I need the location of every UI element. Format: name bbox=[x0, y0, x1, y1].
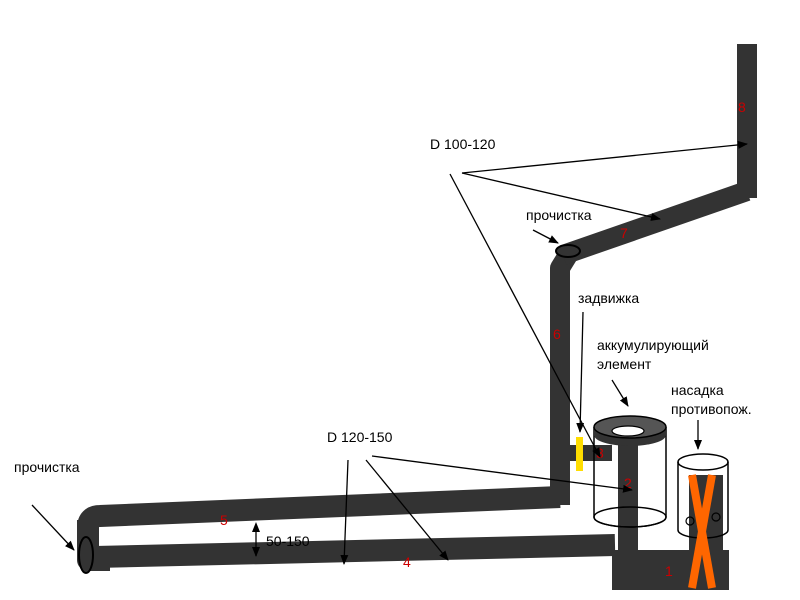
pipe-section-5 bbox=[77, 486, 561, 539]
accumulating-element bbox=[593, 415, 667, 528]
gate-valve bbox=[576, 437, 583, 471]
label-nozzle-line2: противопож. bbox=[671, 401, 752, 417]
label-cleanout-top: прочистка bbox=[526, 207, 592, 223]
section-number-7: 7 bbox=[620, 225, 628, 241]
accumulating-element-bottom bbox=[593, 506, 667, 528]
nozzle-vent-hole bbox=[685, 516, 695, 526]
accumulating-element-hole bbox=[611, 425, 645, 437]
pipe-section-4 bbox=[94, 534, 616, 568]
section-number-4: 4 bbox=[403, 554, 411, 570]
nozzle-top bbox=[677, 453, 729, 471]
section-number-6: 6 bbox=[553, 326, 561, 342]
label-accumulating-element-line2: элемент bbox=[597, 356, 652, 372]
arrow-diameter-lower-to-section-2 bbox=[371, 455, 633, 493]
label-gate-valve: задвижка bbox=[578, 290, 639, 306]
arrow-cleanout-left bbox=[31, 504, 75, 551]
label-gap: 50-150 bbox=[266, 533, 310, 549]
arrow-diameter-upper-to-stack bbox=[461, 140, 748, 174]
pointer-arrows bbox=[31, 140, 748, 565]
arrow-diameter-lower-to-section-4 bbox=[340, 459, 349, 565]
label-nozzle-line1: насадка bbox=[671, 382, 724, 398]
arrow-diameter-upper-to-section-3 bbox=[449, 173, 601, 458]
label-diameter-lower: D 120-150 bbox=[327, 429, 393, 445]
pipe-section-6 bbox=[550, 249, 577, 505]
label-accumulating-element-line1: аккумулирующий bbox=[597, 337, 709, 353]
cleanout-top-opening bbox=[555, 244, 581, 258]
nozzle-fire-protection bbox=[677, 453, 729, 589]
flame-stroke bbox=[688, 474, 716, 589]
section-number-1: 1 bbox=[665, 563, 673, 579]
pipe-section-7 bbox=[559, 181, 751, 265]
arrow-cleanout-top bbox=[532, 229, 559, 244]
arrow-diameter-upper-to-section-7 bbox=[461, 172, 661, 221]
arrow-accumulating-element bbox=[611, 379, 629, 407]
nozzle-vent-hole bbox=[711, 512, 721, 522]
section-number-8: 8 bbox=[738, 99, 746, 115]
cleanout-left-opening bbox=[78, 536, 94, 574]
section-number-5: 5 bbox=[220, 512, 228, 528]
label-diameter-upper: D 100-120 bbox=[430, 136, 496, 152]
arrow-diameter-lower-to-section-4-right bbox=[365, 459, 449, 561]
arrow-gate-valve bbox=[576, 311, 585, 433]
label-cleanout-left: прочистка bbox=[14, 459, 80, 475]
section-number-2: 2 bbox=[624, 475, 632, 491]
